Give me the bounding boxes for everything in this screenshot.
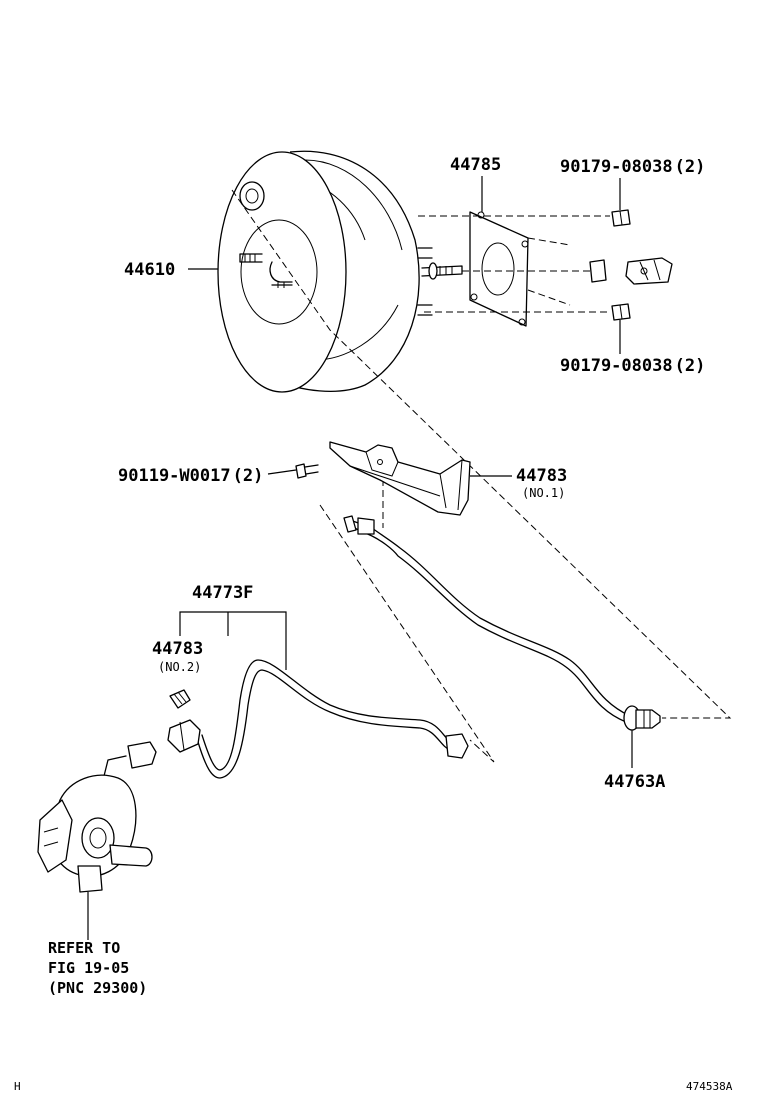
label-booster: 44610 xyxy=(124,260,175,280)
label-bracket-no1-sub: (NO.1) xyxy=(522,486,565,500)
label-bracket-no1: 44783 xyxy=(516,466,567,486)
clevis-drawing xyxy=(625,257,673,285)
spacer-drawing xyxy=(589,259,607,283)
brake-booster-drawing xyxy=(217,150,463,393)
reference-line-1: REFER TO xyxy=(48,939,120,957)
check-valve-drawing xyxy=(623,705,661,731)
label-check-valve: 44763A xyxy=(604,772,665,792)
leader-lines xyxy=(179,176,633,768)
label-gasket: 44785 xyxy=(450,155,501,175)
label-nut-upper: 90179-08038(2) xyxy=(560,157,705,177)
label-nut-lower: 90179-08038(2) xyxy=(560,356,705,376)
bolt-drawing xyxy=(295,463,319,479)
label-bolt: 90119-W0017(2) xyxy=(118,466,263,486)
vacuum-pump-drawing xyxy=(37,741,157,940)
reference-line-3: (PNC 29300) xyxy=(48,979,147,997)
gasket-plate-drawing xyxy=(469,211,529,327)
nut-upper-drawing xyxy=(611,209,631,227)
vacuum-hose-upper-drawing xyxy=(343,515,631,723)
label-hose-assembly: 44773F xyxy=(192,583,253,603)
nut-lower-drawing xyxy=(611,303,631,321)
reference-line-2: FIG 19-05 xyxy=(48,959,129,977)
footer-figure-number: 474538A xyxy=(686,1080,733,1093)
footer-left-code: H xyxy=(14,1080,21,1093)
bracket-no1-drawing xyxy=(329,441,471,516)
label-clamp-no2-sub: (NO.2) xyxy=(158,660,201,674)
alignment-dash-lines xyxy=(231,189,732,763)
label-clamp-no2: 44783 xyxy=(152,639,203,659)
vacuum-hose-lower-drawing xyxy=(167,659,469,779)
clip-no2-drawing xyxy=(169,689,191,709)
